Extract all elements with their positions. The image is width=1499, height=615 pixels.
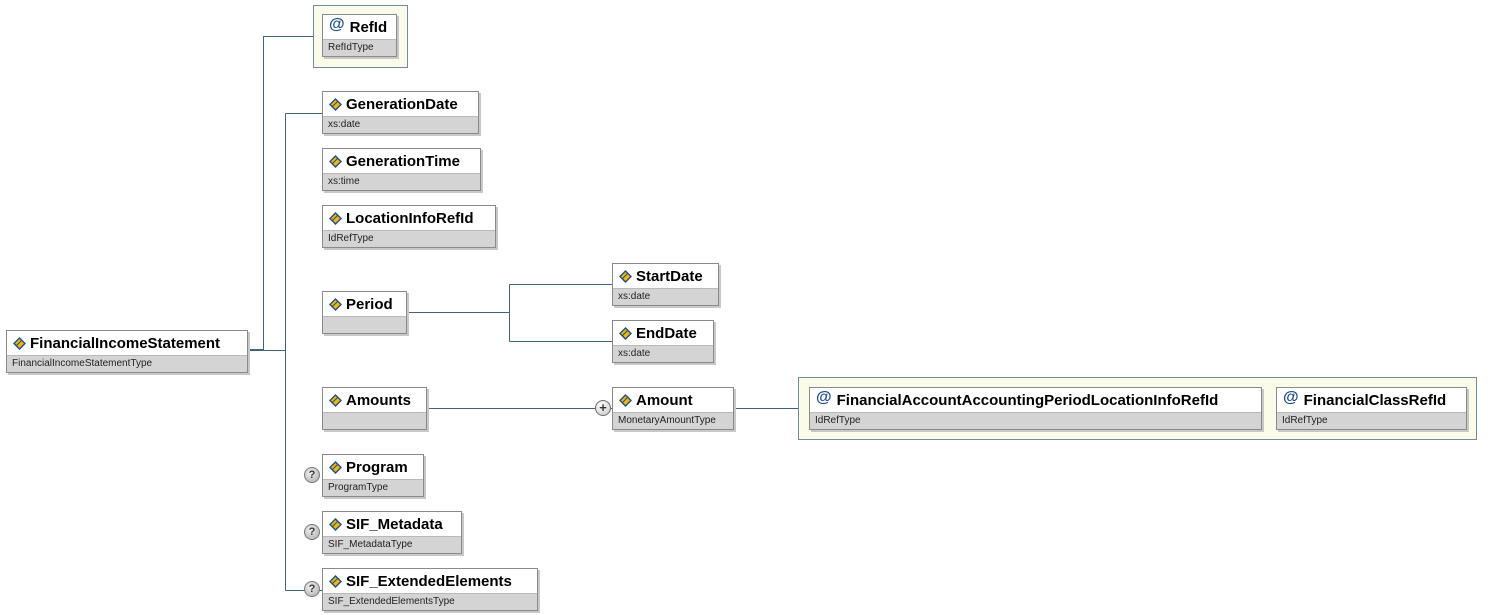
attribute-financial-class-refid[interactable]: @ FinancialClassRefId IdRefType [1276,387,1467,430]
element-name: Amounts [346,392,411,409]
element-name: LocationInfoRefId [346,210,474,227]
at-sign-icon: @ [816,388,832,406]
element-diamond-icon [329,155,342,168]
attribute-refid[interactable]: @ RefId RefIdType [322,14,397,57]
element-diamond-icon [13,337,26,350]
element-name: Amount [636,392,693,409]
attribute-name: FinancialAccountAccountingPeriodLocation… [836,392,1219,409]
root-element-name: FinancialIncomeStatement [30,335,221,352]
element-name: SIF_Metadata [346,516,443,533]
question-mark-icon: ? [304,524,320,540]
plus-icon[interactable]: + [595,400,611,416]
element-type: xs:date [613,288,718,305]
root-element-type: FinancialIncomeStatementType [7,355,247,372]
element-generation-date[interactable]: GenerationDate xs:date [322,91,479,134]
element-name: GenerationTime [346,153,460,170]
element-type: IdRefType [323,230,495,247]
element-generation-time[interactable]: GenerationTime xs:time [322,148,481,191]
element-start-date[interactable]: StartDate xs:date [612,263,719,306]
root-element[interactable]: FinancialIncomeStatement FinancialIncome… [6,330,248,373]
element-diamond-icon [329,518,342,531]
element-type: xs:date [323,116,478,133]
attribute-name: FinancialClassRefId [1303,392,1447,409]
at-sign-icon: @ [329,15,345,33]
element-type: ProgramType [323,479,423,496]
element-period[interactable]: Period [322,291,407,334]
element-type: xs:date [613,345,713,362]
element-end-date[interactable]: EndDate xs:date [612,320,714,363]
element-diamond-icon [329,575,342,588]
question-mark-icon: ? [304,581,320,597]
element-location-info-refid[interactable]: LocationInfoRefId IdRefType [322,205,496,248]
element-type: MonetaryAmountType [613,412,733,429]
attribute-name: RefId [349,19,388,36]
element-name: StartDate [636,268,703,285]
element-diamond-icon [619,327,632,340]
attribute-type: IdRefType [1277,412,1466,429]
element-program[interactable]: Program ProgramType [322,454,424,497]
at-sign-icon: @ [1283,388,1299,406]
element-diamond-icon [619,270,632,283]
element-name: Program [346,459,408,476]
element-name: EndDate [636,325,697,342]
element-sif-metadata[interactable]: SIF_Metadata SIF_MetadataType [322,511,462,554]
element-diamond-icon [329,212,342,225]
amount-attribute-group: @ FinancialAccountAccountingPeriodLocati… [798,377,1477,440]
element-name: GenerationDate [346,96,458,113]
element-type [323,412,426,429]
element-sif-extended-elements[interactable]: SIF_ExtendedElements SIF_ExtendedElement… [322,568,538,611]
question-mark-icon: ? [304,467,320,483]
element-type: xs:time [323,173,480,190]
attribute-type: IdRefType [810,412,1261,429]
attribute-financial-account-accounting-period-location-info-refid[interactable]: @ FinancialAccountAccountingPeriodLocati… [809,387,1262,430]
element-amount[interactable]: Amount MonetaryAmountType [612,387,734,430]
element-name: Period [346,296,393,313]
element-diamond-icon [619,394,632,407]
element-name: SIF_ExtendedElements [346,573,512,590]
element-diamond-icon [329,298,342,311]
element-diamond-icon [329,461,342,474]
element-type [323,316,406,333]
root-attribute-group: @ RefId RefIdType [313,5,408,68]
element-type: SIF_ExtendedElementsType [323,593,537,610]
element-type: SIF_MetadataType [323,536,461,553]
element-amounts[interactable]: Amounts [322,387,427,430]
element-diamond-icon [329,394,342,407]
element-diamond-icon [329,98,342,111]
attribute-type: RefIdType [323,39,396,56]
